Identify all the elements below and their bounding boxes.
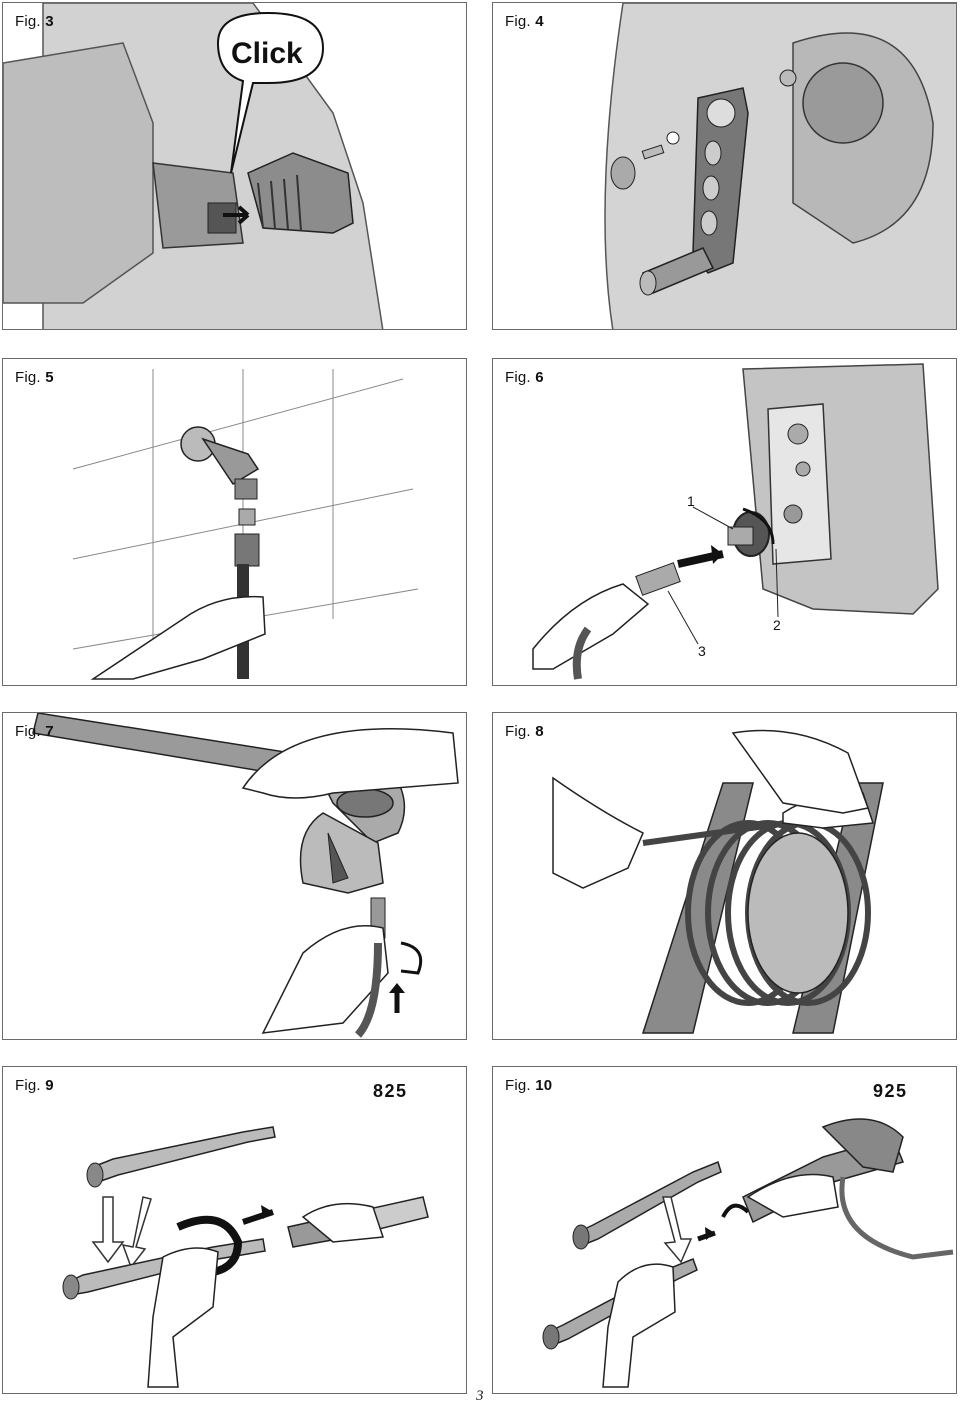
callout-1: 1 bbox=[687, 493, 695, 509]
figure-9-illustration bbox=[62, 1126, 429, 1388]
figure-6-illustration bbox=[532, 363, 939, 680]
figure-6-panel: Fig. 6 1 2 3 bbox=[492, 358, 957, 686]
figure-10-illustration bbox=[542, 1118, 954, 1388]
figure-label: Fig. 5 bbox=[15, 369, 54, 386]
figure-label: Fig. 3 bbox=[15, 13, 54, 30]
figure-7-panel: Fig. 7 bbox=[2, 712, 467, 1040]
figure-3-illustration bbox=[3, 3, 384, 329]
figure-label: Fig. 6 bbox=[505, 369, 544, 386]
page-number: 3 bbox=[476, 1388, 484, 1404]
click-speech-text: Click bbox=[231, 37, 303, 70]
model-number: 925 bbox=[873, 1081, 908, 1101]
figure-7-illustration bbox=[32, 713, 459, 1038]
figure-4-illustration bbox=[604, 3, 956, 329]
figure-9-panel: Fig. 9 825 bbox=[2, 1066, 467, 1394]
figure-label: Fig. 9 bbox=[15, 1077, 54, 1094]
figure-8-illustration bbox=[552, 729, 884, 1034]
figure-3-panel: Fig. 3 Click bbox=[2, 2, 467, 330]
callout-3: 3 bbox=[698, 643, 706, 659]
model-number: 825 bbox=[373, 1081, 408, 1101]
figure-4-panel: Fig. 4 bbox=[492, 2, 957, 330]
figure-10-panel: Fig. 10 925 bbox=[492, 1066, 957, 1394]
figure-5-panel: Fig. 5 bbox=[2, 358, 467, 686]
figure-label: Fig. 7 bbox=[15, 723, 54, 740]
figure-label: Fig. 10 bbox=[505, 1077, 553, 1094]
figure-5-illustration bbox=[72, 369, 419, 680]
callout-2: 2 bbox=[773, 617, 781, 633]
figure-label: Fig. 8 bbox=[505, 723, 544, 740]
figure-8-panel: Fig. 8 bbox=[492, 712, 957, 1040]
figure-label: Fig. 4 bbox=[505, 13, 544, 30]
